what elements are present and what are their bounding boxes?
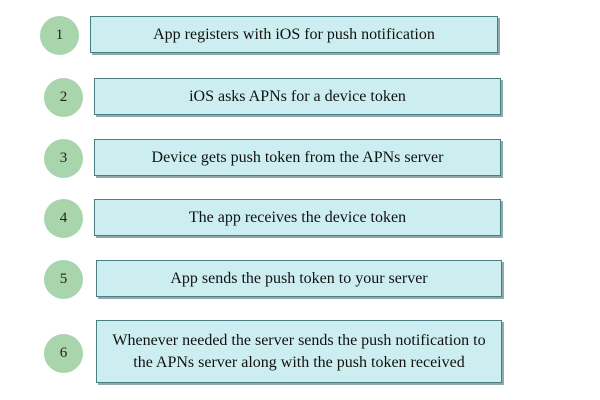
step-2-number-circle: 2 — [44, 78, 83, 117]
step-4-box: The app receives the device token — [94, 199, 501, 236]
step-3-number-circle: 3 — [44, 139, 83, 178]
step-5-number-circle: 5 — [44, 260, 83, 299]
step-4-number-circle: 4 — [44, 199, 83, 238]
step-6-box: Whenever needed the server sends the pus… — [96, 320, 502, 383]
step-2-box: iOS asks APNs for a device token — [94, 78, 501, 115]
step-6-number-circle: 6 — [44, 334, 83, 373]
step-1-number-circle: 1 — [40, 16, 79, 55]
step-3-box: Device gets push token from the APNs ser… — [94, 139, 501, 176]
step-1-box: App registers with iOS for push notifica… — [90, 16, 498, 53]
step-5-box: App sends the push token to your server — [96, 260, 502, 297]
